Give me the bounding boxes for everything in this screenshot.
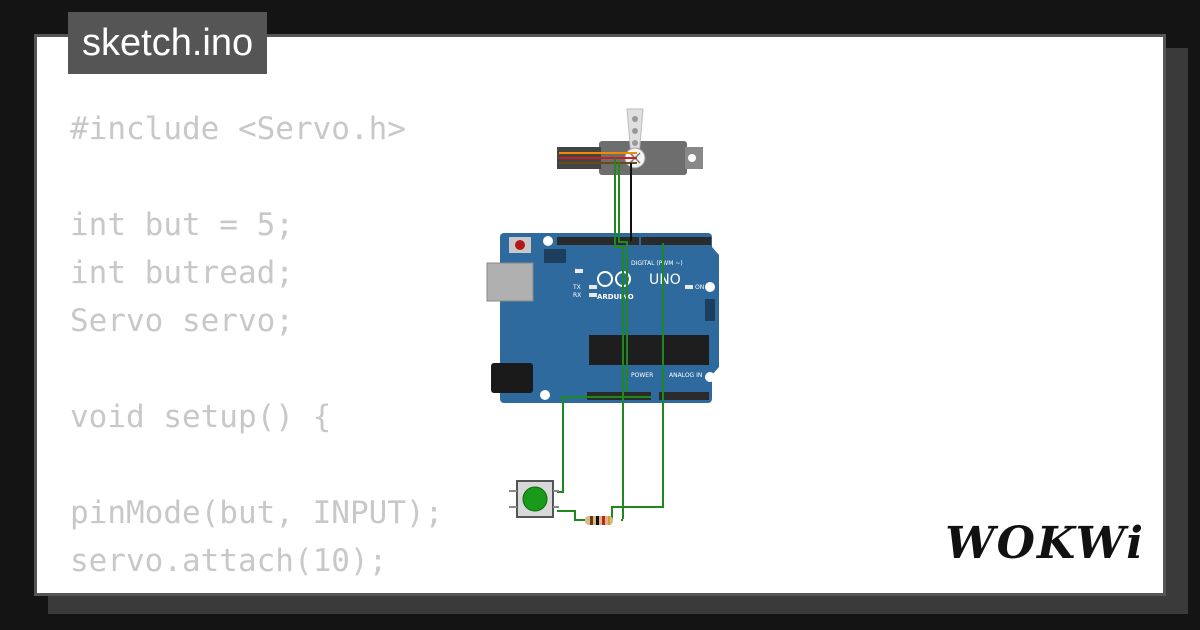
board-model-label: UNO [649,272,681,288]
rx-led-label: RX [573,292,581,299]
analog-pins-label: ANALOG IN [669,372,702,379]
code-line: Servo servo; [70,303,294,339]
l-led-label: L [575,268,579,275]
servo-motor [557,108,703,175]
preview-card: #include <Servo.h> int but = 5; int butrea… [34,34,1166,596]
code-line: #include <Servo.h> [70,111,406,147]
code-line: pinMode(but, INPUT); [70,495,444,531]
arduino-board: UNO ARDUINO DIGITAL (PWM ~) POWER ANALOG… [486,233,719,403]
push-button [509,480,559,518]
code-line: int butread; [70,255,294,291]
resistor [585,516,613,525]
file-tab[interactable]: sketch.ino [68,12,268,74]
code-view: #include <Servo.h> int but = 5; int butrea… [70,105,443,585]
digital-pins-label: DIGITAL (PWM ~) [631,260,683,267]
code-line: servo.attach(10); [70,543,388,579]
code-line: int but = 5; [70,207,294,243]
power-pins-label: POWER [631,372,653,379]
on-led-label: ON [695,284,704,291]
board-brand-label: ARDUINO [597,293,634,301]
wokwi-logo: WOKWi [945,518,1145,569]
tx-led-label: TX [572,284,581,291]
circuit-diagram: UNO ARDUINO DIGITAL (PWM ~) POWER ANALOG… [486,108,719,525]
code-line: void setup() { [70,399,332,435]
